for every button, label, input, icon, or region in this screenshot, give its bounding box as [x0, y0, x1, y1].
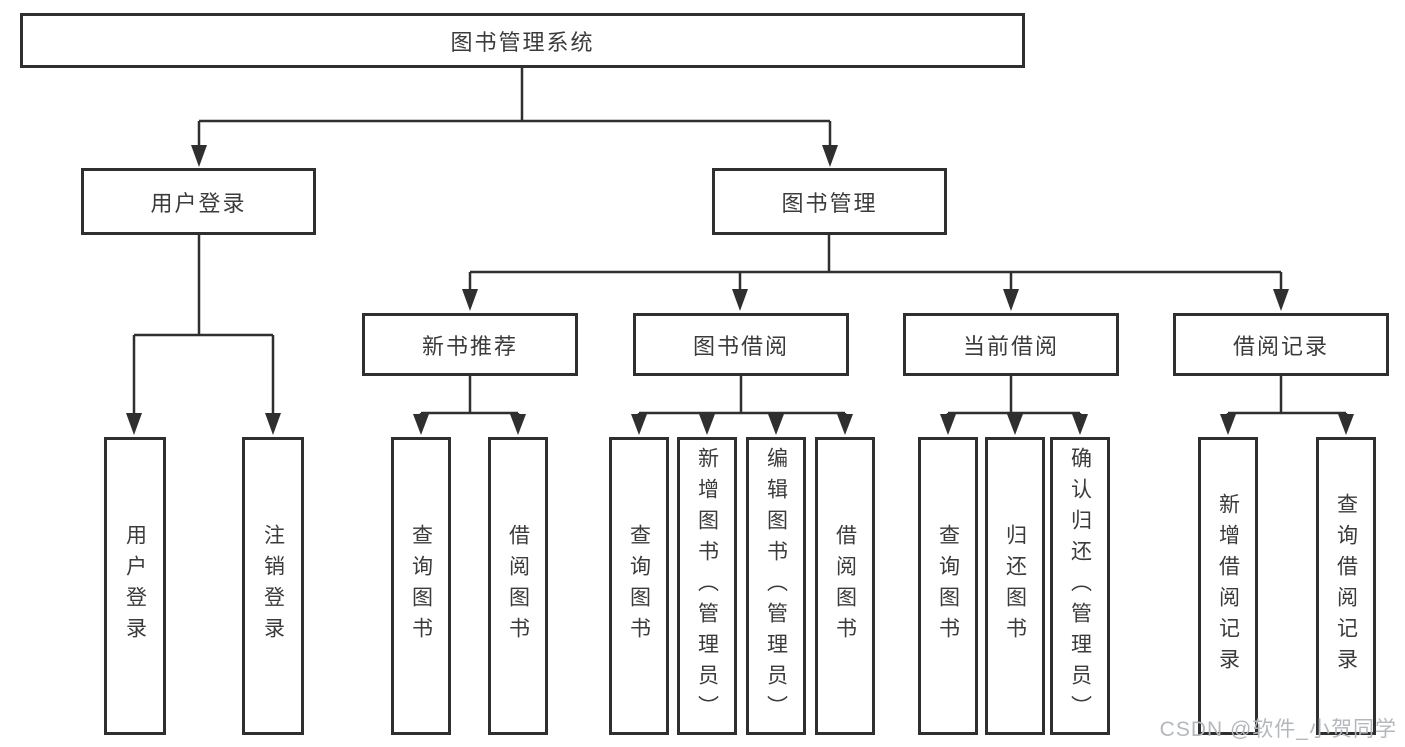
leaf-records-add: 新增借阅记录 [1198, 437, 1258, 735]
leaf-logout-label: 注销登录 [261, 524, 285, 648]
node-book-mgmt-label: 图书管理 [781, 190, 878, 216]
leaf-current-confirm-label: 确认归还（管理员） [1068, 446, 1092, 726]
arrow-icon [1338, 414, 1354, 435]
leaf-current-query: 查询图书 [918, 437, 978, 735]
leaf-new-books-query-label: 查询图书 [409, 524, 433, 648]
node-borrow-records: 借阅记录 [1173, 313, 1389, 376]
watermark: CSDN @软件_小贺同学 [1159, 718, 1397, 741]
arrow-icon [1273, 289, 1289, 311]
leaf-current-return-label: 归还图书 [1003, 524, 1027, 648]
arrow-icon [1220, 414, 1236, 435]
arrow-icon [631, 414, 647, 435]
connector-book-borrow-children [637, 376, 847, 418]
node-user-login-label: 用户登录 [150, 190, 247, 216]
leaf-current-return: 归还图书 [985, 437, 1045, 735]
leaf-borrow-add-label: 新增图书（管理员） [695, 446, 719, 726]
arrow-icon [265, 413, 281, 435]
arrow-icon [732, 289, 748, 311]
node-book-borrow: 图书借阅 [633, 313, 849, 376]
arrow-icon [768, 414, 784, 435]
node-root: 图书管理系统 [20, 13, 1025, 68]
arrow-icon [940, 414, 956, 435]
node-new-books-label: 新书推荐 [421, 333, 518, 359]
leaf-new-books-borrow: 借阅图书 [488, 437, 548, 735]
connector-user-login-children [132, 235, 275, 418]
leaf-borrow-add: 新增图书（管理员） [677, 437, 737, 735]
node-book-borrow-label: 图书借阅 [692, 333, 789, 359]
leaf-records-add-label: 新增借阅记录 [1216, 493, 1240, 679]
node-borrow-records-label: 借阅记录 [1232, 333, 1329, 359]
node-root-label: 图书管理系统 [450, 29, 595, 55]
arrow-icon [126, 413, 142, 435]
arrow-icon [1007, 414, 1023, 435]
leaf-borrow-query-label: 查询图书 [627, 524, 651, 648]
arrow-icon [822, 145, 838, 167]
arrow-icon [510, 414, 526, 435]
leaf-records-query-label: 查询借阅记录 [1334, 493, 1358, 679]
arrow-icon [462, 289, 478, 311]
leaf-borrow-borrow-label: 借阅图书 [833, 524, 857, 648]
connector-book-mgmt-children [468, 235, 1283, 294]
node-current-borrow: 当前借阅 [903, 313, 1119, 376]
connector-root-to-level2 [197, 68, 832, 150]
leaf-current-confirm: 确认归还（管理员） [1050, 437, 1110, 735]
node-book-mgmt: 图书管理 [712, 168, 947, 235]
arrow-icon [191, 145, 207, 167]
leaf-user-login: 用户登录 [104, 437, 166, 735]
leaf-logout: 注销登录 [242, 437, 304, 735]
node-user-login: 用户登录 [81, 168, 316, 235]
arrow-icon [1003, 289, 1019, 311]
connector-current-borrow-children [946, 376, 1082, 418]
leaf-user-login-label: 用户登录 [123, 524, 147, 648]
leaf-borrow-edit-label: 编辑图书（管理员） [764, 446, 788, 726]
arrow-icon [1072, 414, 1088, 435]
leaf-borrow-borrow: 借阅图书 [815, 437, 875, 735]
leaf-records-query: 查询借阅记录 [1316, 437, 1376, 735]
leaf-borrow-edit: 编辑图书（管理员） [746, 437, 806, 735]
connector-new-books-children [419, 376, 520, 418]
leaf-new-books-query: 查询图书 [391, 437, 451, 735]
node-current-borrow-label: 当前借阅 [962, 333, 1059, 359]
arrow-icon [837, 414, 853, 435]
leaf-new-books-borrow-label: 借阅图书 [506, 524, 530, 648]
connector-borrow-records-children [1226, 376, 1348, 418]
leaf-current-query-label: 查询图书 [936, 524, 960, 648]
leaf-borrow-query: 查询图书 [609, 437, 669, 735]
arrow-icon [413, 414, 429, 435]
arrow-icon [699, 414, 715, 435]
node-new-books: 新书推荐 [362, 313, 578, 376]
